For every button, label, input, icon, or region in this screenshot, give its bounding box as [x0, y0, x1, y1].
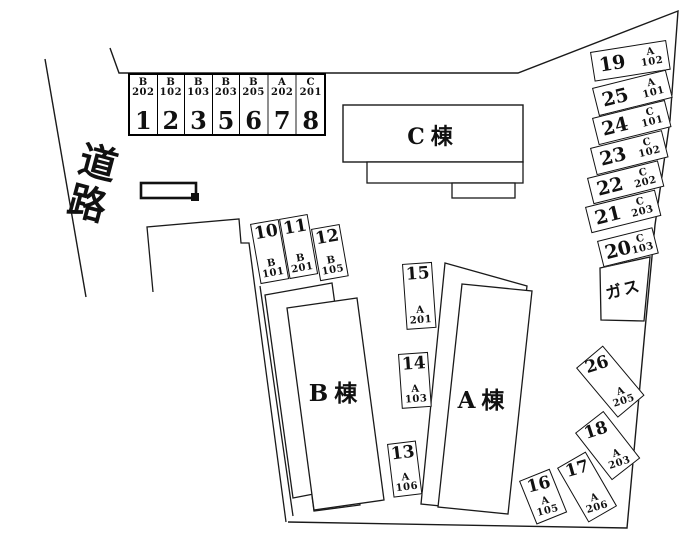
stall-number: 21 [592, 201, 624, 230]
stall-number: 23 [597, 142, 629, 171]
stall-number: 1 [134, 106, 152, 135]
utility-box [139, 181, 198, 200]
road-line [44, 58, 87, 298]
building-c-step2 [451, 182, 516, 199]
stall-number: 16 [524, 472, 553, 498]
stall-number: 22 [594, 172, 626, 201]
stall-number: 14 [401, 353, 427, 375]
walkway-line [259, 285, 294, 517]
building-c-step1 [366, 161, 524, 184]
building-c-label: C棟 [407, 124, 459, 150]
stall-number: 10 [252, 220, 280, 245]
stall-number: 19 [597, 50, 628, 77]
building-b-outline [286, 297, 385, 511]
building-a-label: A棟 [457, 387, 511, 414]
stall-number: 11 [281, 215, 309, 240]
stall-number: 7 [273, 106, 291, 135]
stall-number: 13 [389, 441, 416, 465]
stall-number: 12 [313, 225, 341, 250]
stall-number: 25 [599, 83, 631, 112]
building-a-outline [437, 283, 533, 515]
stall-number: 17 [562, 456, 592, 483]
stall-number: 3 [190, 106, 207, 135]
stall-number: 18 [581, 417, 611, 444]
utility-box-corner [191, 193, 199, 201]
stall-number: 8 [302, 106, 320, 135]
stall-number: 6 [245, 106, 262, 135]
building-b-label: B棟 [308, 380, 364, 407]
stall-number: 2 [162, 106, 180, 135]
gas-area-outline [599, 256, 651, 322]
stall-number: 5 [217, 106, 235, 135]
b-block-outline [146, 218, 287, 523]
stall-number: 24 [599, 112, 631, 141]
stall-number: 15 [405, 263, 431, 285]
stall-number: 26 [582, 351, 611, 379]
